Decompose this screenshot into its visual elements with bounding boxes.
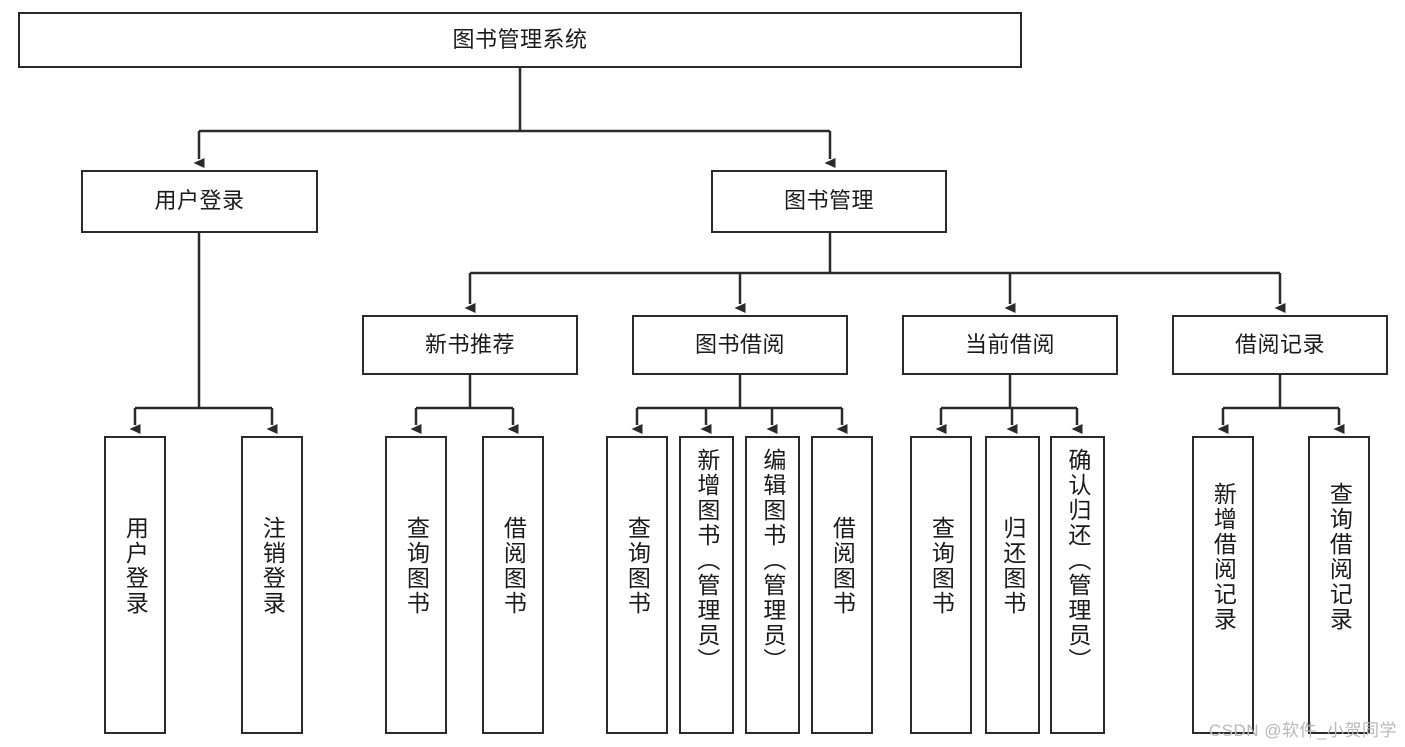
node-leaf-query-record[interactable]: 查询借阅记录 — [1308, 436, 1370, 734]
node-leaf-confirm-return[interactable]: 确认归还（管理员） — [1050, 436, 1105, 734]
node-label: 确认归还（管理员） — [1064, 448, 1091, 673]
node-label: 借阅图书 — [829, 516, 856, 616]
node-label: 新书推荐 — [424, 331, 515, 357]
node-leaf-edit-book[interactable]: 编辑图书（管理员） — [745, 436, 800, 734]
node-label: 借阅记录 — [1234, 331, 1325, 357]
node-leaf-query-book-rec[interactable]: 查询图书 — [385, 436, 447, 734]
node-label: 查询图书 — [928, 516, 955, 616]
node-leaf-return-book[interactable]: 归还图书 — [985, 436, 1040, 734]
node-label: 查询图书 — [624, 516, 651, 616]
node-label: 归还图书 — [999, 516, 1026, 616]
node-leaf-borrow-book-rec[interactable]: 借阅图书 — [482, 436, 544, 734]
node-root-system[interactable]: 图书管理系统 — [18, 12, 1022, 68]
node-label: 注销登录 — [259, 516, 286, 616]
node-label: 查询图书 — [403, 516, 430, 616]
csdn-watermark: CSDN @软件_小贺同学 — [1208, 721, 1397, 740]
node-leaf-query-book-cur[interactable]: 查询图书 — [910, 436, 972, 734]
node-label: 查询借阅记录 — [1326, 482, 1353, 632]
node-label: 编辑图书（管理员） — [759, 448, 786, 673]
node-label: 新增图书（管理员） — [693, 448, 720, 673]
node-new-book-recommend[interactable]: 新书推荐 — [362, 315, 578, 375]
node-label: 图书管理系统 — [452, 26, 588, 52]
node-leaf-user-login[interactable]: 用户登录 — [104, 436, 166, 734]
node-leaf-query-book-borrow[interactable]: 查询图书 — [606, 436, 668, 734]
node-leaf-borrow-book[interactable]: 借阅图书 — [811, 436, 873, 734]
node-leaf-add-book[interactable]: 新增图书（管理员） — [679, 436, 734, 734]
node-label: 当前借阅 — [964, 331, 1055, 357]
node-label: 用户登录 — [122, 516, 149, 616]
node-book-manage[interactable]: 图书管理 — [711, 170, 947, 233]
node-label: 用户登录 — [154, 188, 245, 214]
node-user-login[interactable]: 用户登录 — [81, 170, 318, 233]
node-label: 借阅图书 — [500, 516, 527, 616]
node-current-borrow[interactable]: 当前借阅 — [902, 315, 1118, 375]
node-label: 图书借阅 — [694, 331, 785, 357]
node-label: 图书管理 — [783, 188, 874, 214]
node-borrow-record[interactable]: 借阅记录 — [1172, 315, 1388, 375]
node-leaf-add-record[interactable]: 新增借阅记录 — [1192, 436, 1254, 734]
node-book-borrow[interactable]: 图书借阅 — [632, 315, 848, 375]
node-label: 新增借阅记录 — [1210, 482, 1237, 632]
node-leaf-logout[interactable]: 注销登录 — [241, 436, 303, 734]
